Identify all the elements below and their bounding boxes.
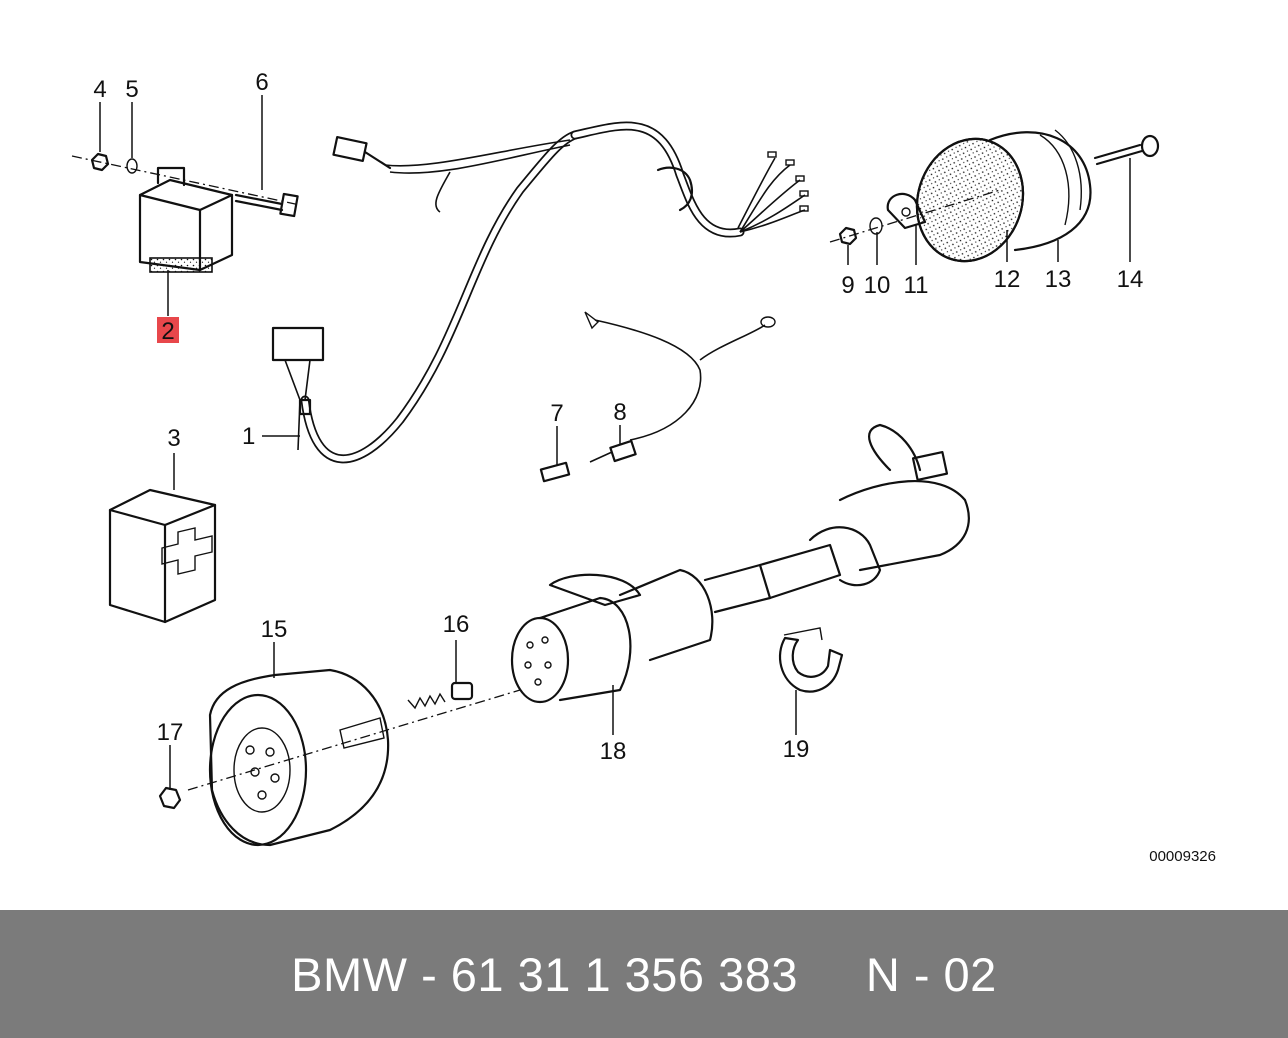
part-2-relay bbox=[138, 166, 234, 273]
callout-labels: 1 2 3 4 5 6 7 8 9 10 11 12 13 14 15 16 1… bbox=[93, 69, 1143, 765]
callout-2-highlight bbox=[157, 317, 179, 343]
diagram-code: 00009326 bbox=[1149, 848, 1216, 865]
callout-13: 13 bbox=[1045, 266, 1072, 293]
leader-lines bbox=[99, 95, 1131, 790]
callout-19: 19 bbox=[783, 736, 810, 763]
part-16-screw bbox=[407, 681, 474, 710]
callout-11: 11 bbox=[904, 272, 929, 299]
part-5-washer bbox=[126, 158, 138, 174]
callout-5: 5 bbox=[125, 76, 138, 103]
part-8-ground-lead bbox=[584, 311, 776, 463]
callout-4: 4 bbox=[93, 76, 106, 103]
callout-3: 3 bbox=[167, 425, 180, 452]
callout-18: 18 bbox=[600, 738, 627, 765]
callout-16: 16 bbox=[443, 611, 470, 638]
part-13-bracket bbox=[988, 129, 1092, 252]
part-1-wiring-harness bbox=[271, 121, 809, 464]
parts-diagram: 1 2 3 4 5 6 7 8 9 10 11 12 13 14 15 16 1… bbox=[71, 69, 1160, 847]
part-12-housing bbox=[915, 137, 1025, 263]
part-number-label: BMW - 61 31 1 356 383 N - 02 bbox=[291, 947, 997, 1001]
callout-7: 7 bbox=[550, 400, 563, 427]
callout-1: 1 bbox=[242, 423, 255, 450]
footer-bar: BMW - 61 31 1 356 383 N - 02 bbox=[0, 910, 1288, 1038]
part-15-socket-housing bbox=[208, 668, 390, 847]
callout-2: 2 bbox=[161, 318, 174, 345]
part-7-terminal bbox=[539, 461, 571, 483]
part-6-bolt bbox=[234, 192, 299, 218]
part-19-clip bbox=[778, 627, 844, 693]
callout-17: 17 bbox=[157, 719, 184, 746]
part-18-plug-adapter bbox=[510, 423, 970, 704]
callout-15: 15 bbox=[261, 616, 288, 643]
callout-9: 9 bbox=[841, 272, 854, 299]
assembly-axis-2 bbox=[71, 155, 301, 206]
part-9-nut bbox=[838, 226, 858, 246]
callout-12: 12 bbox=[994, 266, 1021, 293]
part-17-nut bbox=[158, 786, 182, 810]
part-4-nut bbox=[90, 152, 110, 172]
part-10-washer bbox=[869, 217, 883, 235]
callout-10: 10 bbox=[864, 272, 891, 299]
assembly-axis-15 bbox=[187, 689, 521, 791]
part-14-screw bbox=[1093, 134, 1160, 166]
callout-14: 14 bbox=[1117, 266, 1144, 293]
part-3-cover bbox=[108, 488, 217, 624]
callout-8: 8 bbox=[613, 399, 626, 426]
callout-6: 6 bbox=[255, 69, 268, 96]
